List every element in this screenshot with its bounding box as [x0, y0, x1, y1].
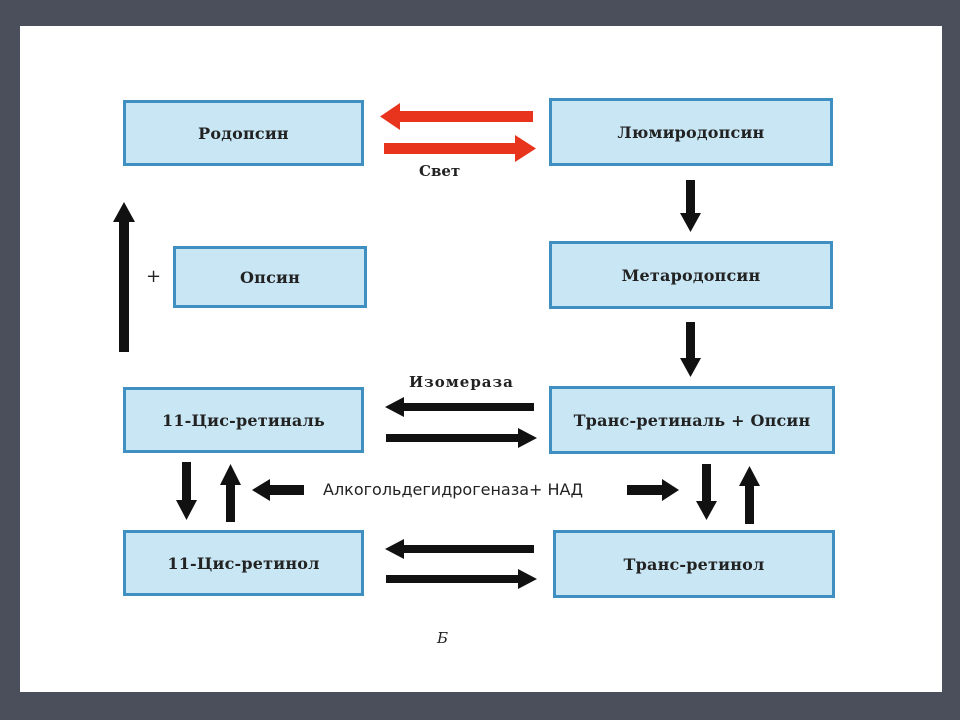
- rhodopsin-label: Родопсин: [198, 123, 289, 143]
- trans-retinal-opsin-box: Транс-ретиналь + Опсин: [549, 386, 835, 454]
- light-arrow-right: [384, 135, 536, 162]
- trans-retinol-box: Транс-ретинол: [553, 530, 835, 598]
- lumirhodopsin-label: Люмиродопсин: [617, 122, 765, 142]
- light-label: Свет: [419, 162, 461, 180]
- trans-retinol-label: Транс-ретинол: [623, 554, 765, 574]
- metarhodopsin-box: Метародопсин: [549, 241, 833, 309]
- enzyme-arrow-left: [252, 479, 304, 501]
- arrow-down-trans-retinal-to-retinol: [696, 464, 717, 520]
- plus-sign: +: [146, 266, 162, 287]
- isomerase-label: Изомераза: [409, 373, 514, 391]
- cis-retinal-label: 11-Цис-ретиналь: [162, 410, 325, 430]
- isomerase-arrow-right: [386, 428, 537, 448]
- light-arrow-left: [380, 103, 533, 130]
- arrow-up-to-rhodopsin: [113, 202, 135, 352]
- rhodopsin-box: Родопсин: [123, 100, 364, 166]
- enzyme-arrow-right: [627, 479, 679, 501]
- arrow-down-meta-to-trans: [680, 322, 701, 377]
- lumirhodopsin-box: Люмиродопсин: [549, 98, 833, 166]
- metarhodopsin-label: Метародопсин: [621, 265, 761, 285]
- opsin-box: Опсин: [173, 246, 367, 308]
- retinol-arrow-right: [386, 569, 537, 589]
- arrow-down-lumi-to-meta: [680, 180, 701, 232]
- cis-retinal-box: 11-Цис-ретиналь: [123, 387, 364, 453]
- cis-retinol-box: 11-Цис-ретинол: [123, 530, 364, 596]
- trans-retinal-opsin-label: Транс-ретиналь + Опсин: [573, 410, 811, 430]
- cis-retinol-label: 11-Цис-ретинол: [167, 553, 320, 573]
- arrow-down-cis-retinal-to-retinol: [176, 462, 197, 520]
- arrow-up-cis-retinol-to-retinal: [220, 464, 241, 522]
- retinol-arrow-left: [385, 539, 534, 559]
- enzyme-label: Алкогольдегидрогеназа+ НАД: [323, 480, 583, 499]
- opsin-label: Опсин: [240, 267, 300, 287]
- isomerase-arrow-left: [385, 397, 534, 417]
- figure-letter: Б: [437, 629, 449, 647]
- arrow-up-trans-retinol-to-retinal: [739, 466, 760, 524]
